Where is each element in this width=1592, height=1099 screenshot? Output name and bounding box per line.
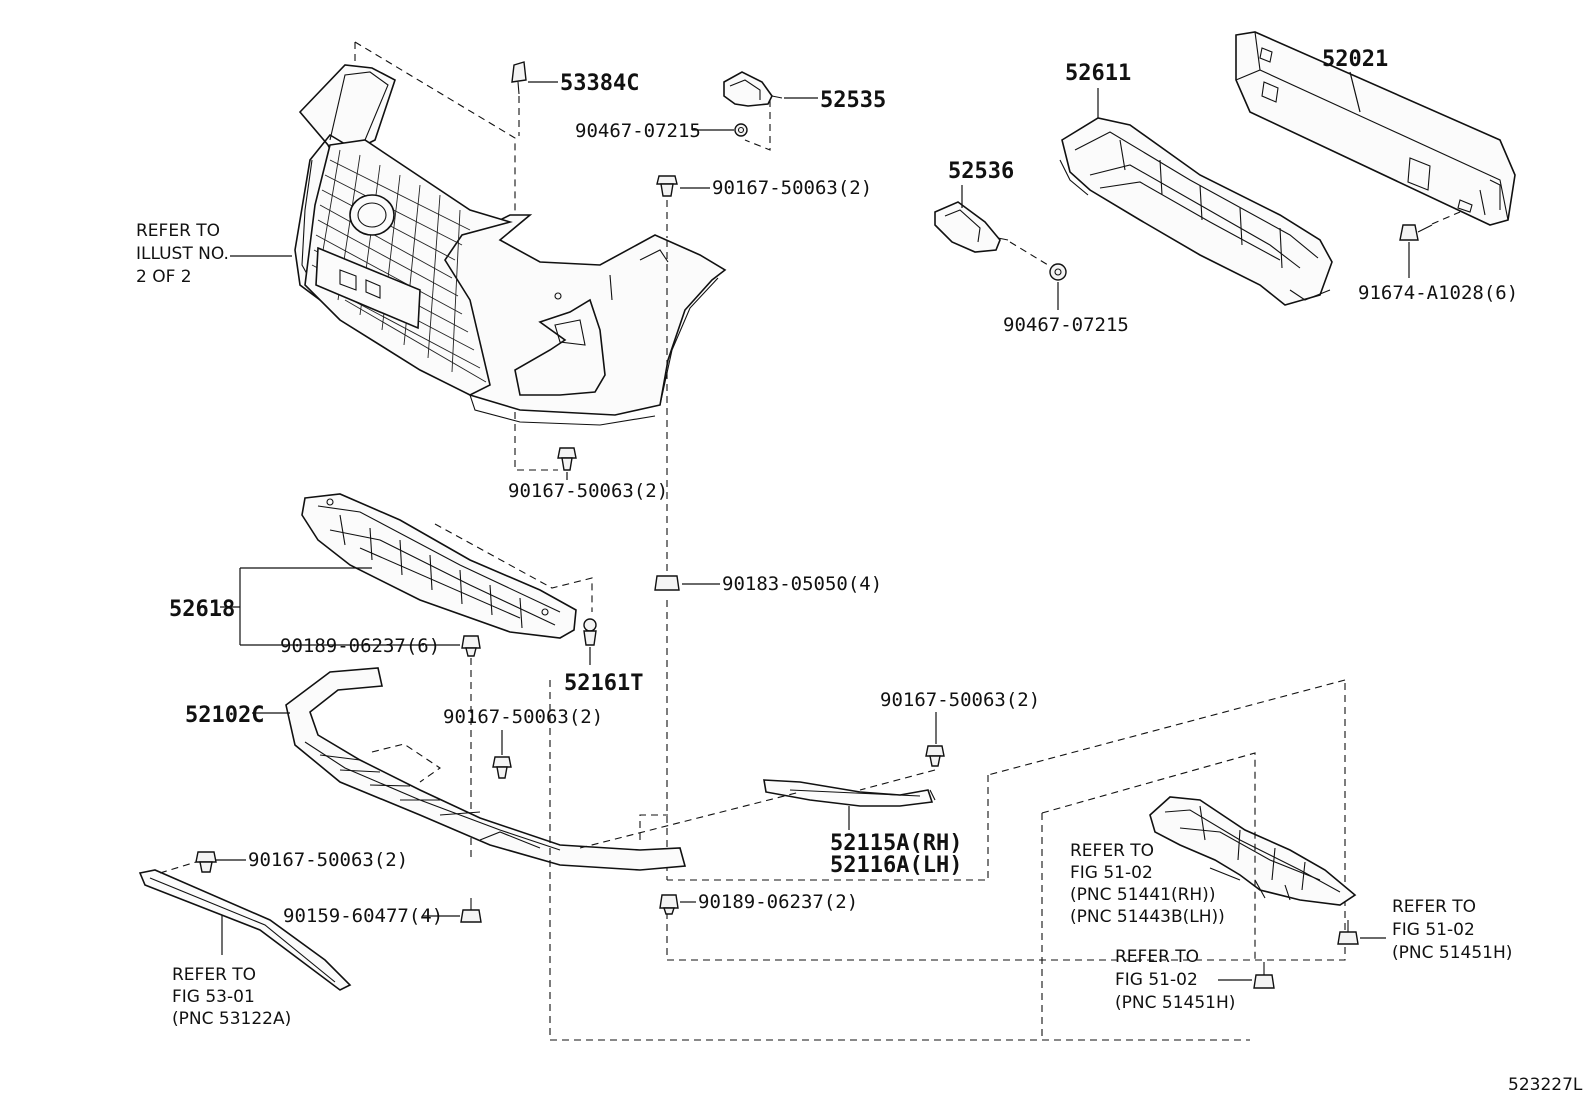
- label-53384C: 53384C: [560, 71, 639, 96]
- clip-90189-06237-a: [461, 635, 481, 657]
- refer-illust-line2: ILLUST NO.: [136, 244, 229, 264]
- label-52611: 52611: [1065, 61, 1131, 86]
- clip-90167-50063-strip: [195, 851, 217, 873]
- label-90167-50063-mid: 90167-50063(2): [443, 706, 603, 728]
- label-90467-07215-mid: 90467-07215: [1003, 314, 1129, 336]
- nut-90183-05050: [654, 575, 680, 591]
- refer-fig5102-right-line3: (PNC 51451H): [1392, 943, 1512, 963]
- clip-90467-07215-top: [734, 123, 748, 137]
- label-91674-A1028: 91674-A1028(6): [1358, 282, 1518, 304]
- label-90167-50063-top: 90167-50063(2): [712, 177, 872, 199]
- molding-52115A: [763, 779, 936, 807]
- bracket-52536: [934, 201, 1009, 253]
- refer-fig5102-right-line1: REFER TO: [1392, 897, 1476, 917]
- reinforcement-52021: [1235, 31, 1516, 226]
- diagram-id: 523227L: [1508, 1075, 1583, 1095]
- refer-fig5102-right-line2: FIG 51-02: [1392, 920, 1475, 940]
- label-52618: 52618: [169, 597, 235, 622]
- refer-fig5301-line3: (PNC 53122A): [172, 1009, 291, 1029]
- spoiler-52102C: [285, 667, 687, 871]
- label-90467-07215-top: 90467-07215: [575, 120, 701, 142]
- label-90167-50063-cover: 90167-50063(2): [508, 480, 668, 502]
- label-90189-06237-b: 90189-06237(2): [698, 891, 858, 913]
- refer-fig5301-line2: FIG 53-01: [172, 987, 255, 1007]
- emblem-icon: [349, 194, 395, 236]
- clip-90167-50063-top: [656, 175, 678, 197]
- lower-cover-52618: [301, 493, 577, 639]
- label-90167-50063-strip: 90167-50063(2): [248, 849, 408, 871]
- refer-fig5102-cover-line1: REFER TO: [1070, 841, 1154, 861]
- label-52115A: 52115A(RH): [830, 831, 962, 856]
- label-52102C: 52102C: [185, 703, 264, 728]
- refer-fig5102-cover-line2: FIG 51-02: [1070, 863, 1153, 883]
- strip-53122A: [138, 869, 352, 991]
- label-52021: 52021: [1322, 47, 1388, 72]
- refer-fig5102-bottom-line2: FIG 51-02: [1115, 970, 1198, 990]
- clip-52161T: [583, 618, 597, 646]
- label-52535: 52535: [820, 88, 886, 113]
- bolt-51451H-right: [1337, 920, 1359, 945]
- label-90183-05050: 90183-05050(4): [722, 573, 882, 595]
- refer-fig5102-cover-line3: (PNC 51441(RH)): [1070, 885, 1215, 905]
- label-52116A: 52116A(LH): [830, 853, 962, 878]
- bolt-51451H-bottom: [1253, 962, 1275, 989]
- label-90159-60477: 90159-60477(4): [283, 905, 443, 927]
- clip-90467-07215-mid: [1049, 263, 1067, 281]
- refer-fig5102-cover-line4: (PNC 51443B(LH)): [1070, 907, 1225, 927]
- label-90167-50063-molding: 90167-50063(2): [880, 689, 1040, 711]
- energy-absorber-52611: [1059, 117, 1333, 306]
- bumper-cover-52119: [294, 64, 727, 426]
- bracket-52535: [723, 71, 783, 107]
- label-52536: 52536: [948, 159, 1014, 184]
- clip-90167-50063-mid: [492, 756, 512, 779]
- clip-90167-50063-molding: [925, 745, 945, 767]
- fastener-53384C: [511, 61, 527, 95]
- refer-fig5102-bottom-line3: (PNC 51451H): [1115, 993, 1235, 1013]
- engine-under-cover: [1149, 796, 1357, 906]
- clip-90189-06237-b: [659, 894, 679, 915]
- refer-illust-line3: 2 OF 2: [136, 267, 192, 287]
- label-52161T: 52161T: [564, 671, 643, 696]
- refer-illust-line1: REFER TO: [136, 221, 220, 241]
- refer-fig5102-bottom-line1: REFER TO: [1115, 947, 1199, 967]
- label-90189-06237-a: 90189-06237(6): [280, 635, 440, 657]
- bolt-91674-A1028: [1399, 224, 1433, 241]
- bolt-90159-60477: [460, 898, 482, 923]
- refer-fig5301-line1: REFER TO: [172, 965, 256, 985]
- clip-90167-50063-cover: [557, 447, 577, 471]
